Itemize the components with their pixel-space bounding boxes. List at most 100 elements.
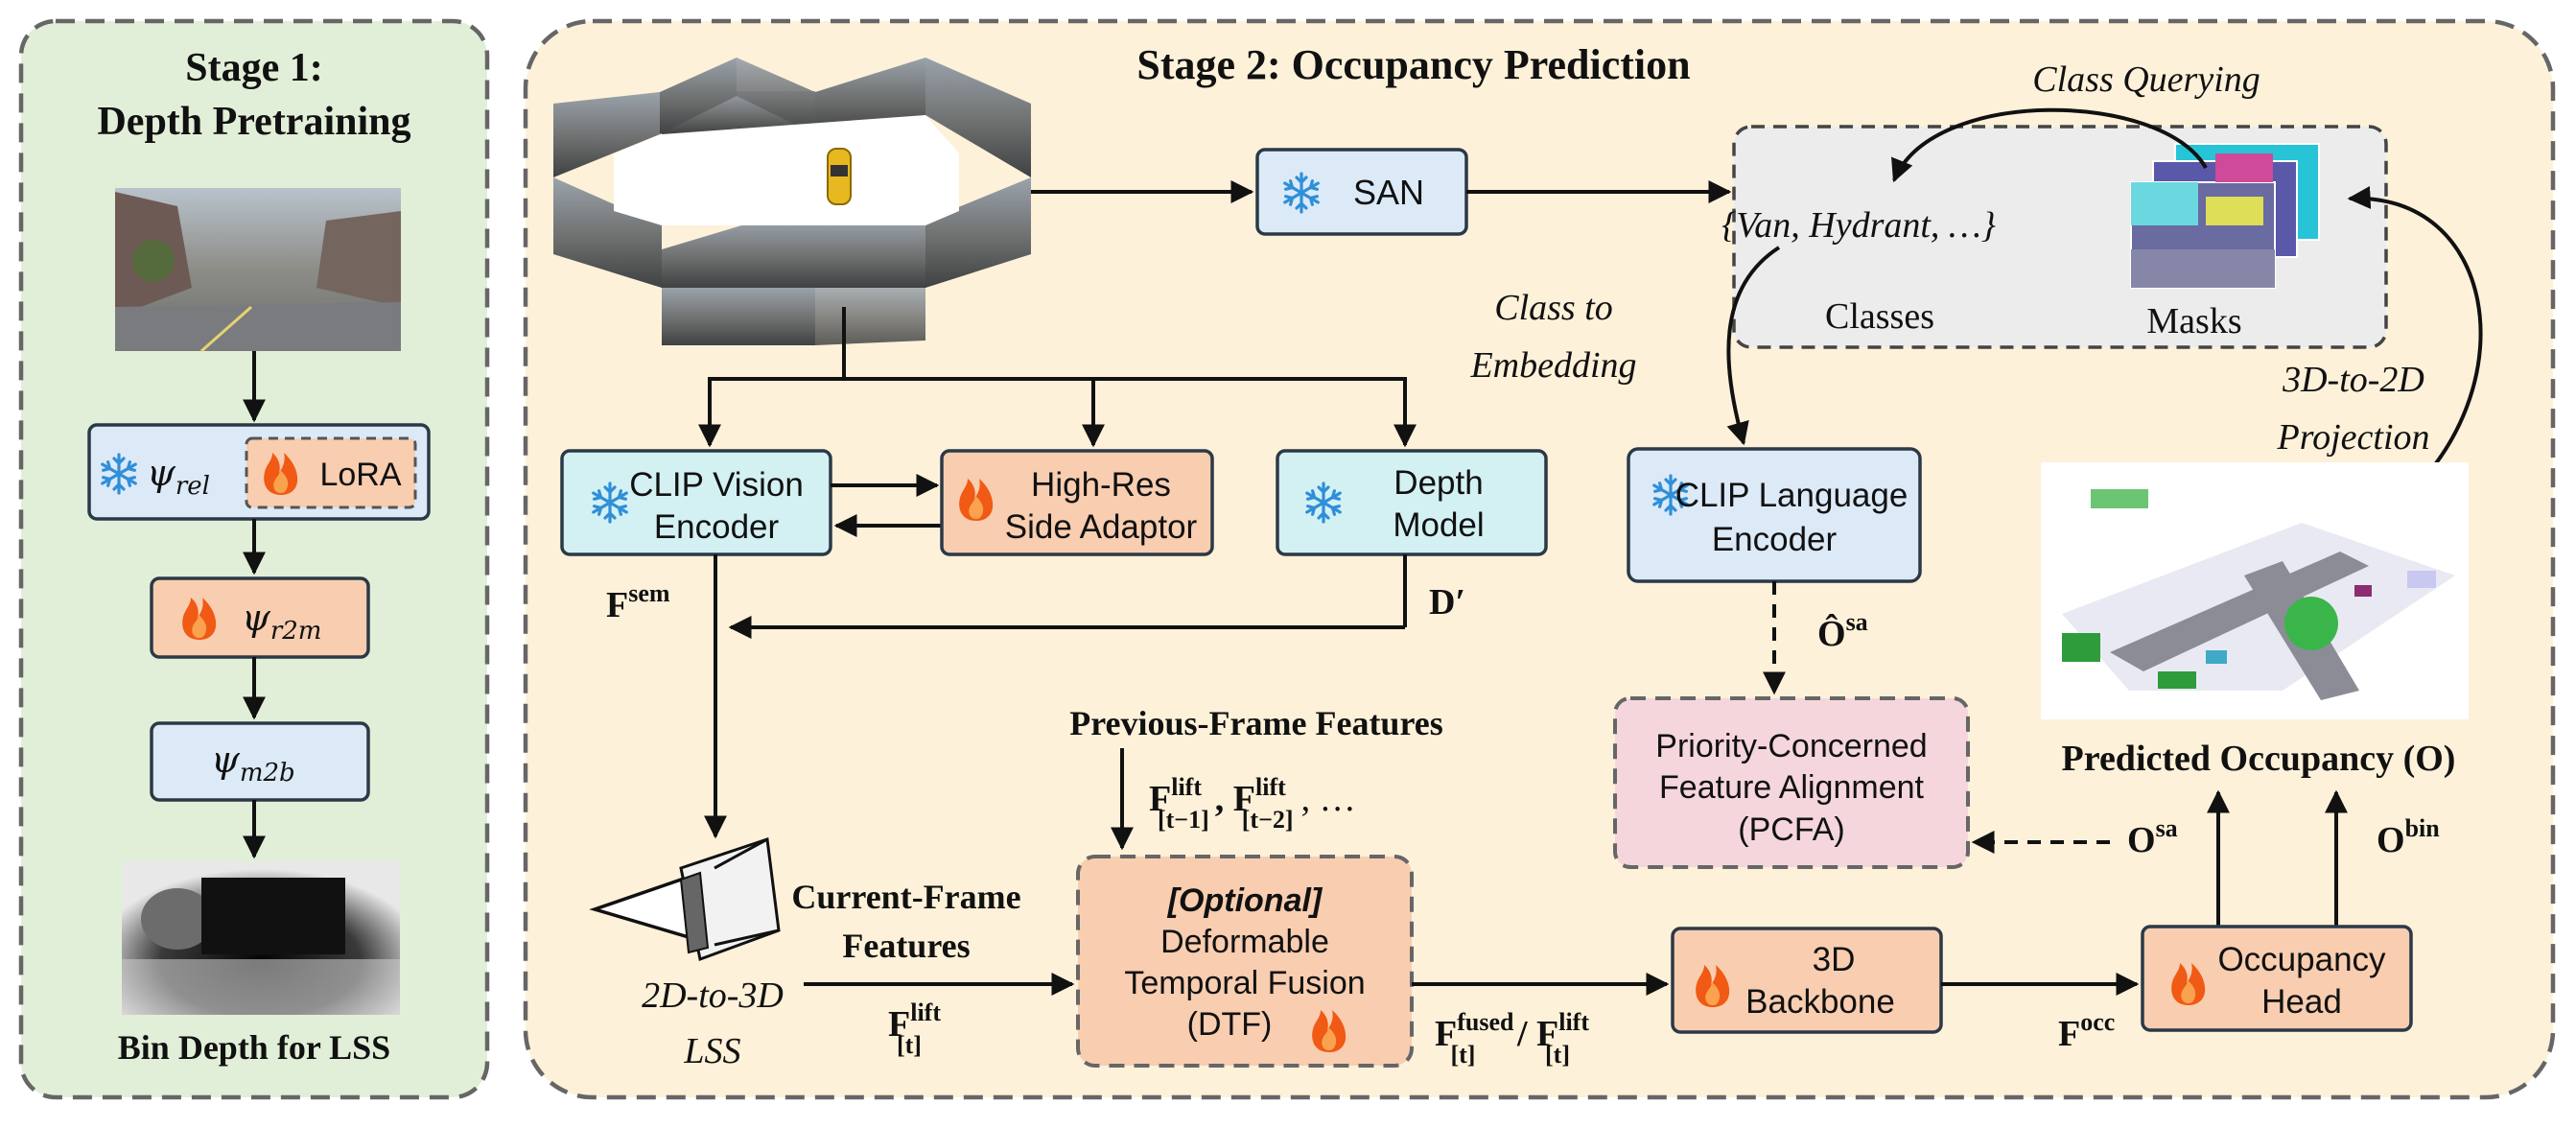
d-prime-label: D′: [1429, 582, 1465, 623]
class-querying-label: Class Querying: [2032, 59, 2260, 100]
current-frame-line1: Current-Frame: [791, 878, 1020, 916]
stage2-title: Stage 2: Occupancy Prediction: [1136, 41, 1690, 88]
dtf-line2: Deformable: [1160, 924, 1329, 960]
fused-sub: [t]: [1450, 1041, 1475, 1069]
fused-sub2: [t]: [1545, 1041, 1570, 1069]
svg-text:ψm2b: ψm2b: [211, 739, 295, 787]
prev-comma: ,: [1215, 779, 1233, 819]
svg-text:Fsem: Fsem: [606, 579, 670, 625]
svg-text:Ffused[t] / Flift[t]: Ffused [t] / Flift [t]: [1435, 1008, 1589, 1069]
psi-m2b-sub: m2b: [240, 759, 295, 787]
street-image: [115, 188, 401, 353]
predicted-occupancy-label: Predicted Occupancy (O): [2062, 739, 2456, 779]
svg-text:Obin: Obin: [2377, 814, 2440, 860]
bin-depth-image: [122, 861, 400, 1015]
prev-f1-sub: [t−1]: [1158, 806, 1209, 834]
high-res-line2: Side Adaptor: [1005, 508, 1198, 546]
o-bin-base: O: [2377, 820, 2405, 860]
san-label: SAN: [1353, 173, 1424, 212]
clip-vision-line1: CLIP Vision: [629, 466, 804, 504]
psi-r2m-box: ψr2m: [150, 576, 370, 659]
pcfa-line3: (PCFA): [1738, 811, 1844, 848]
lss-frustum-icon: [589, 836, 781, 962]
stage1-title-line1: Stage 1:: [185, 46, 322, 90]
san-box: SAN: [1255, 148, 1468, 236]
split-connectors: [698, 307, 1417, 448]
svg-text:Ôsa: Ôsa: [1817, 608, 1868, 654]
class-to-embedding-line2: Embedding: [1469, 345, 1636, 386]
fused-sep: /: [1508, 1014, 1536, 1054]
prev-f2-base: F: [1233, 779, 1255, 819]
pcfa-box: Priority-Concerned Feature Alignment (PC…: [1613, 696, 1970, 869]
projection-line1: 3D-to-2D: [2282, 360, 2424, 400]
fused-sup: fused: [1457, 1008, 1514, 1036]
f-lift-t-sup: lift: [910, 999, 941, 1026]
lss-line1: 2D-to-3D: [642, 975, 784, 1016]
f-sem-sup: sem: [628, 579, 670, 607]
f-lift-t-base: F: [888, 1004, 910, 1045]
svg-text:ψrel: ψrel: [147, 452, 210, 501]
prev-f1-base: F: [1149, 779, 1171, 819]
fused-sup2: lift: [1558, 1008, 1589, 1036]
lora-label: LoRA: [319, 457, 401, 493]
classes-set: {Van, Hydrant, …}: [1721, 205, 1996, 246]
predicted-occupancy-image: [2041, 462, 2469, 719]
dtf-optional: [Optional]: [1167, 882, 1323, 919]
o-sa-sup: sa: [2156, 814, 2178, 842]
current-frame-line2: Features: [842, 927, 970, 965]
fused-base2: F: [1536, 1014, 1558, 1054]
depth-model-line2: Model: [1393, 506, 1484, 544]
high-res-line1: High-Res: [1031, 466, 1171, 504]
svg-text:Flift[t]: Flift [t]: [888, 999, 941, 1059]
f-sem-base: F: [606, 585, 628, 625]
depth-model-box: Depth Model: [1276, 449, 1548, 556]
prev-f1-sup: lift: [1171, 773, 1202, 801]
o-sa-hat-sup: sa: [1846, 608, 1868, 636]
prev-tail: , …: [1301, 779, 1356, 819]
f-lift-t-sub: [t]: [897, 1031, 922, 1059]
dtf-box: [Optional] Deformable Temporal Fusion (D…: [1076, 855, 1414, 1068]
clip-vision-line2: Encoder: [654, 508, 780, 546]
previous-frame-label: Previous-Frame Features: [1069, 704, 1443, 742]
clip-language-encoder-box: CLIP Language Encoder: [1627, 447, 1922, 583]
psi-rel-symbol: ψ: [147, 452, 176, 494]
psi-r2m-sub: r2m: [270, 617, 322, 646]
svg-text:Flift[t−1], Flift[t−2], …: Flift [t−1], Flift [t−2], …: [1149, 773, 1356, 834]
pcfa-line2: Feature Alignment: [1659, 769, 1924, 806]
occupancy-head-box: Occupancy Head: [2141, 925, 2413, 1032]
svg-text:Osa: Osa: [2127, 814, 2178, 860]
clip-language-line2: Encoder: [1712, 521, 1838, 558]
psi-m2b-box: ψm2b: [150, 721, 370, 802]
stage1-panel: Stage 1: Depth Pretraining ψrel LoRA ψr2…: [18, 18, 490, 1100]
projection-line2: Projection: [2277, 417, 2430, 458]
f-occ-base: F: [2058, 1014, 2080, 1054]
fused-base: F: [1435, 1014, 1457, 1054]
svg-text:ψr2m: ψr2m: [242, 597, 321, 646]
stage2-panel: Stage 2: Occupancy Prediction: [523, 18, 2556, 1100]
backbone-line2: Backbone: [1745, 983, 1895, 1021]
backbone-line1: 3D: [1813, 941, 1856, 978]
clip-language-line1: CLIP Language: [1675, 477, 1909, 514]
svg-text:Focc: Focc: [2058, 1008, 2115, 1054]
dtf-line4: (DTF): [1187, 1006, 1273, 1043]
dtf-line3: Temporal Fusion: [1124, 965, 1365, 1001]
psi-r2m-symbol: ψ: [242, 597, 271, 639]
3d-backbone-box: 3D Backbone: [1671, 927, 1943, 1034]
lss-line2: LSS: [683, 1031, 740, 1071]
high-res-side-adaptor-box: High-Res Side Adaptor: [940, 449, 1214, 556]
o-bin-sup: bin: [2405, 814, 2441, 842]
occupancy-head-line2: Head: [2261, 983, 2342, 1021]
prev-f2-sup: lift: [1255, 773, 1286, 801]
stage1-title-line2: Depth Pretraining: [97, 100, 410, 144]
prev-f2-sub: [t−2]: [1242, 806, 1294, 834]
psi-rel-sub: rel: [176, 472, 210, 501]
class-to-embedding-line1: Class to: [1494, 288, 1613, 328]
psi-rel-box: ψrel LoRA: [87, 423, 431, 521]
o-sa-base: O: [2127, 820, 2156, 860]
depth-model-line1: Depth: [1393, 464, 1483, 502]
stage1-caption: Bin Depth for LSS: [118, 1028, 390, 1067]
class-mask-region: Class Querying {Van, Hydrant, …} Classes…: [1721, 59, 2388, 349]
pcfa-line1: Priority-Concerned: [1655, 728, 1927, 764]
surround-camera-images: [553, 58, 1031, 345]
